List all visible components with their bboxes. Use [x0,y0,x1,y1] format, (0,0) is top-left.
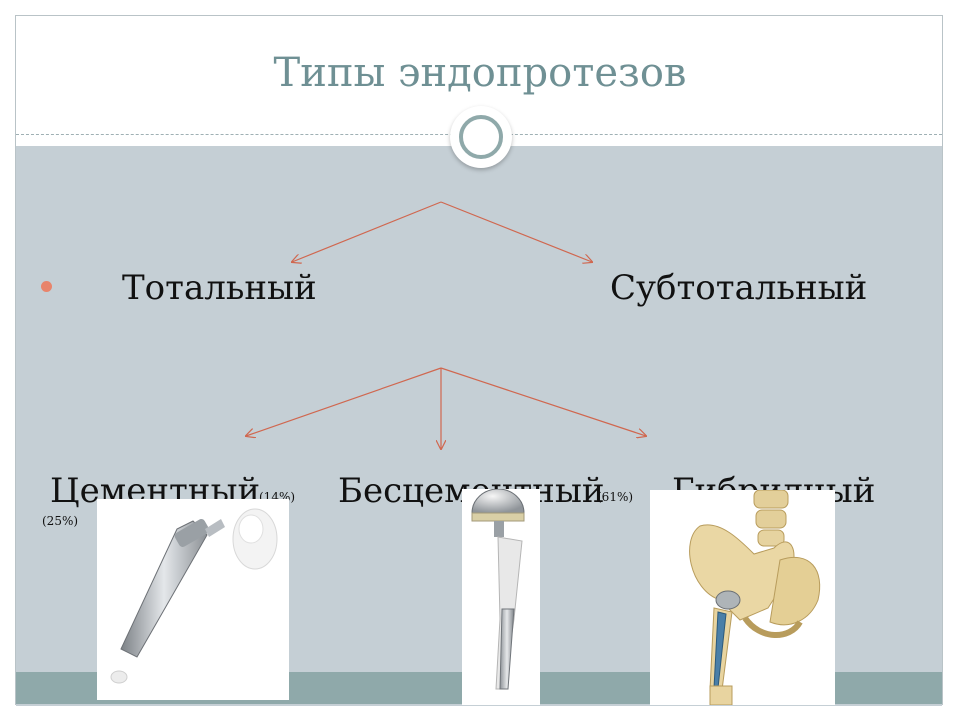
total-label: Тотальный [122,268,317,308]
arrow-to-hybrid [440,367,646,436]
slide-title: Типы эндопротезов [273,50,687,96]
cementless-hip-stem-image [462,489,540,705]
cemented-hip-stem-image [97,499,289,700]
ring-ornament-icon [450,106,512,168]
subtotal-label: Субтотальный [610,268,868,308]
cement-percent-secondary: (25%) [42,514,79,528]
bullet-icon [41,281,52,292]
arrow-to-subtotal [440,201,592,262]
hybrid-hip-pelvis-image [650,490,835,705]
arrow-to-cement [246,367,442,436]
cementless-percent: (61%) [597,490,634,504]
arrow-to-total [292,201,442,262]
